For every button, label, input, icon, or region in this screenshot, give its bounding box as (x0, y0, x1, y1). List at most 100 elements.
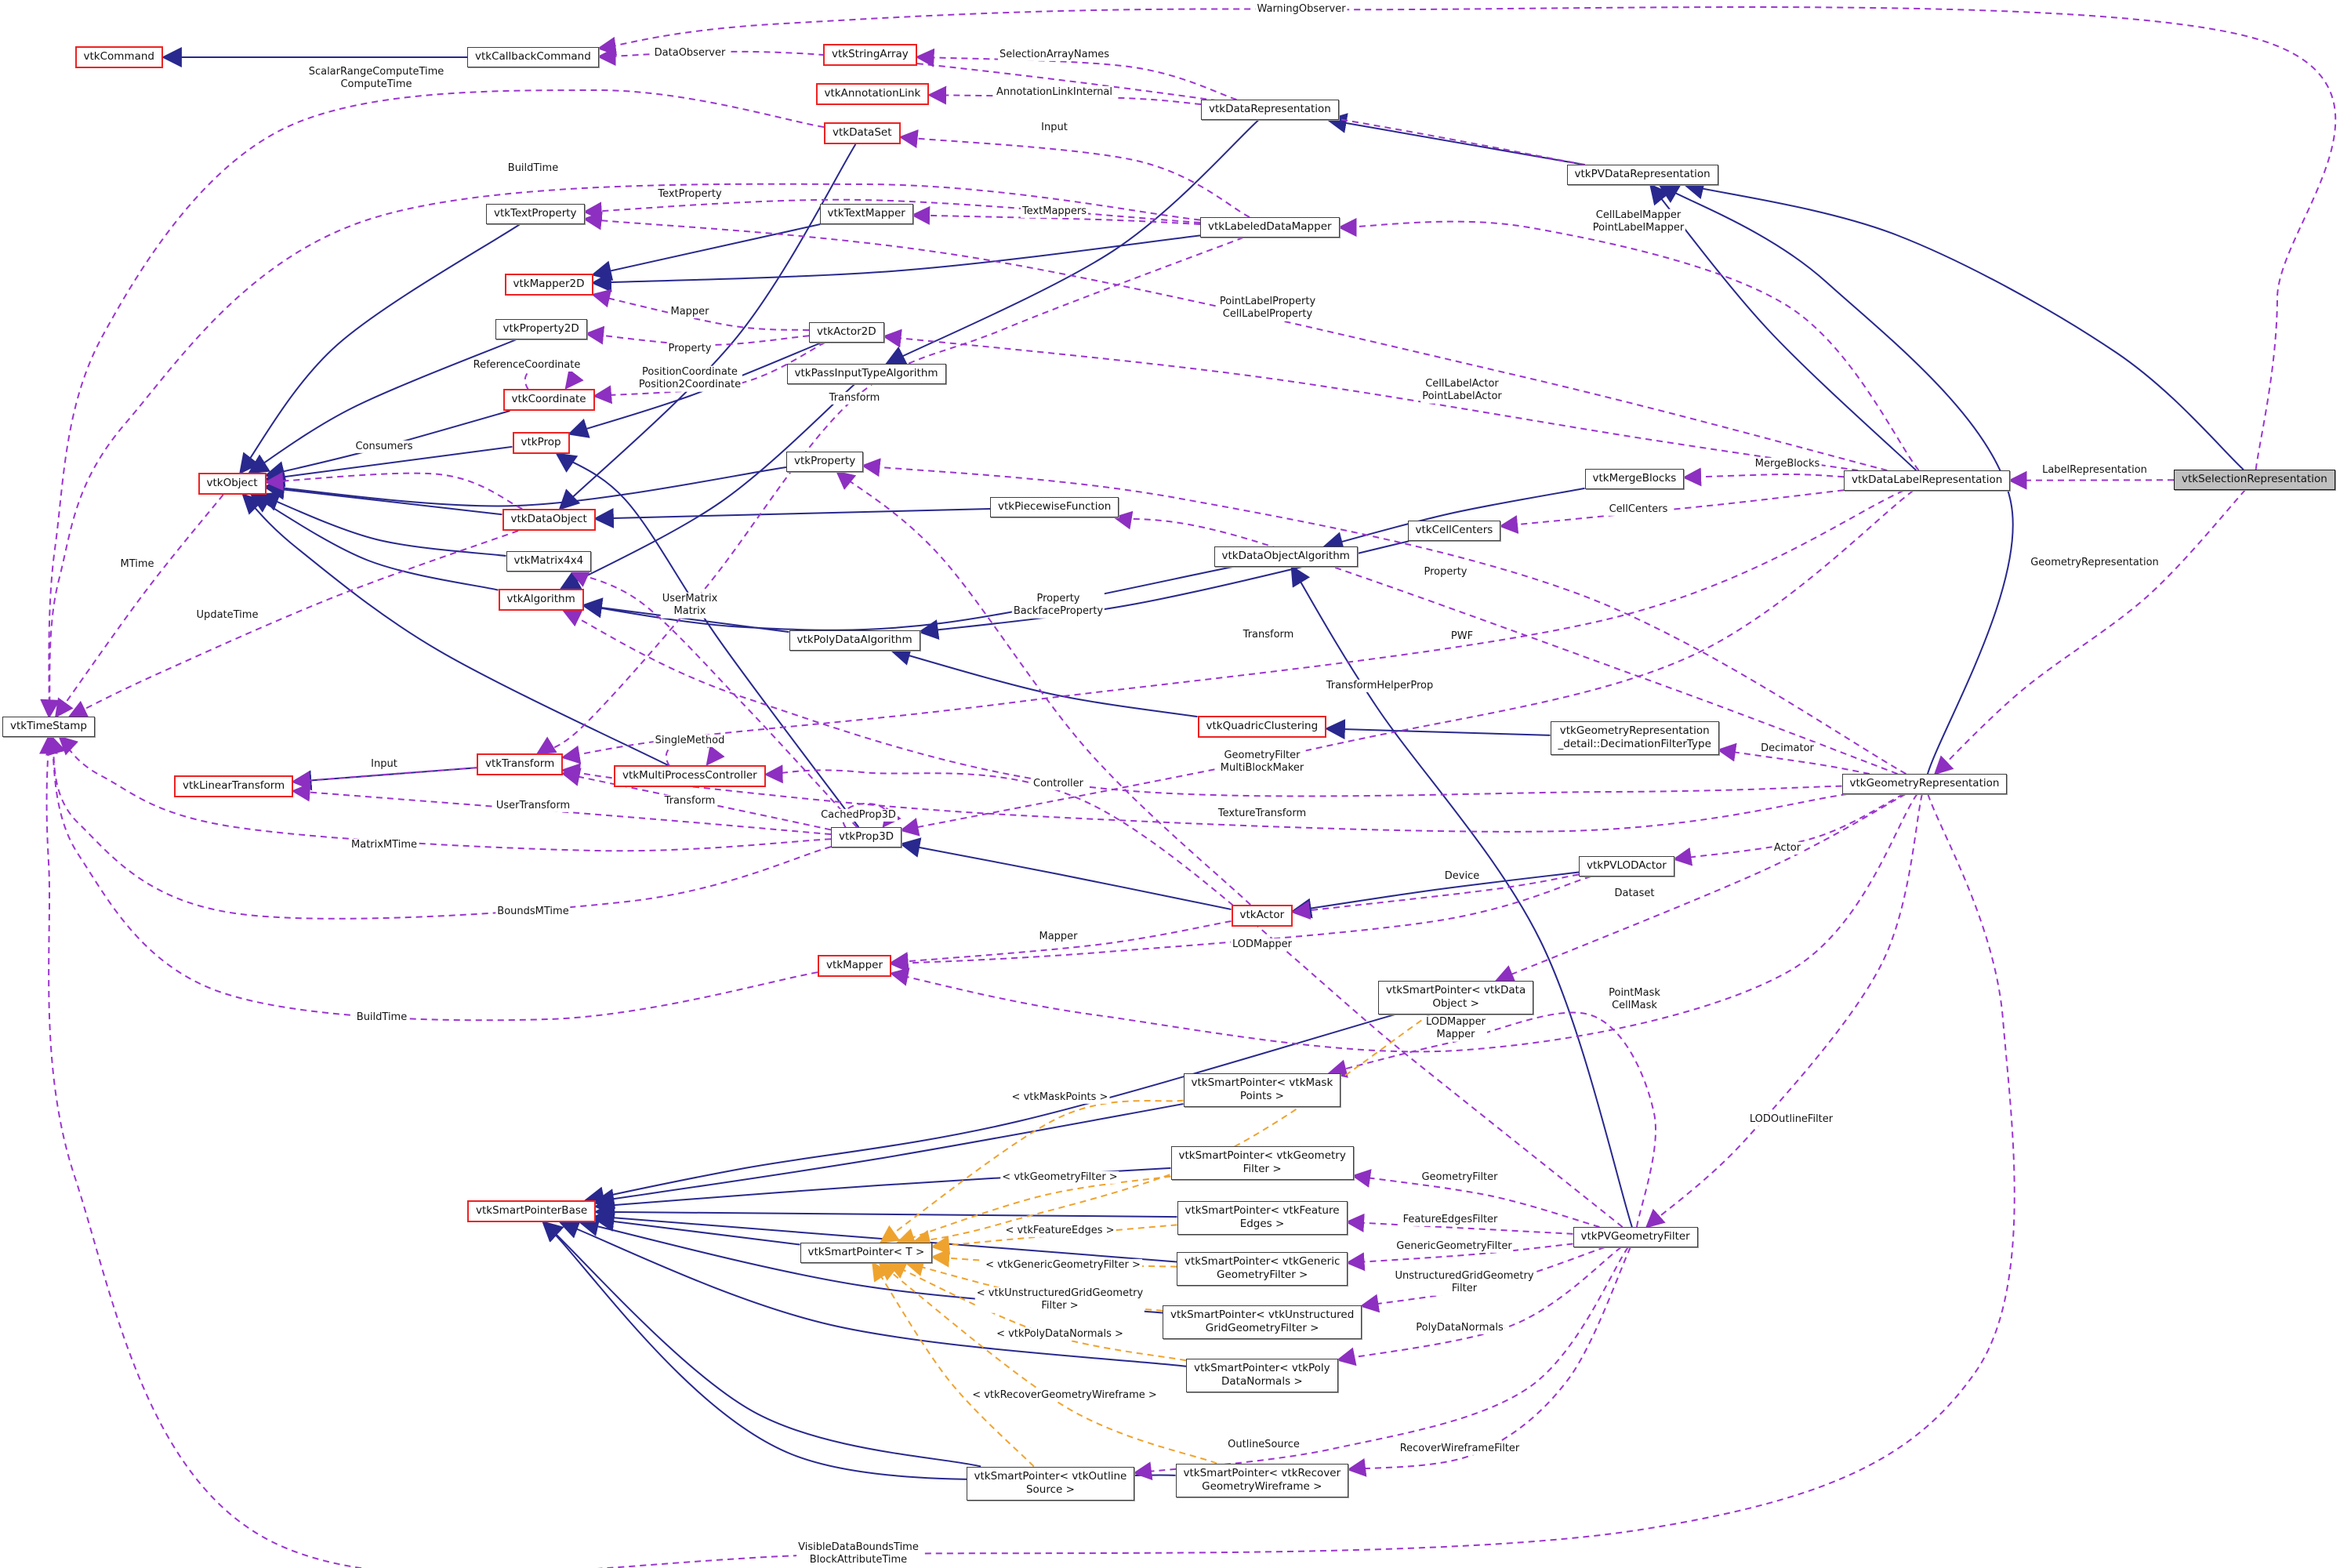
node-PVLODActor[interactable]: vtkPVLODActor (1579, 856, 1674, 877)
edge-label: CellLabelActor PointLabelActor (1420, 377, 1504, 404)
node-Prop[interactable]: vtkProp (512, 432, 570, 454)
node-TimeStamp[interactable]: vtkTimeStamp (2, 717, 95, 737)
edge-label: PointLabelProperty CellLabelProperty (1217, 295, 1318, 321)
node-DataObject[interactable]: vtkDataObject (502, 509, 596, 531)
node-SPUnstructuredGridGeometryFilter[interactable]: vtkSmartPointer< vtkUnstructured GridGeo… (1163, 1305, 1362, 1339)
edge-label: < vtkPolyDataNormals > (995, 1327, 1125, 1341)
node-SelectionRepresentation[interactable]: vtkSelectionRepresentation (2174, 470, 2335, 490)
node-SPT[interactable]: vtkSmartPointer< T > (800, 1243, 933, 1263)
edge-MergeBlocks-DataObjectAlgorithm (1322, 487, 1585, 552)
node-Property[interactable]: vtkProperty (786, 452, 864, 472)
node-LabeledDataMapper[interactable]: vtkLabeledDataMapper (1200, 217, 1340, 238)
edge-DataRepresentation-AnnotationLink (927, 85, 1202, 106)
edge-label: < vtkMaskPoints > (1010, 1091, 1110, 1105)
edge-label: LODMapper (1230, 938, 1294, 952)
edge-PVGeometryFilter-SPPolyDataNormals (1336, 1247, 1622, 1367)
node-SPFeatureEdges[interactable]: vtkSmartPointer< vtkFeature Edges > (1177, 1200, 1348, 1235)
node-SmartPointerBase[interactable]: vtkSmartPointerBase (467, 1200, 597, 1222)
node-CallbackCommand[interactable]: vtkCallbackCommand (467, 47, 599, 67)
node-AnnotationLink[interactable]: vtkAnnotationLink (815, 83, 930, 105)
node-PolyDataAlgorithm[interactable]: vtkPolyDataAlgorithm (789, 630, 920, 651)
node-GeomRepDetail[interactable]: vtkGeometryRepresentation _detail::Decim… (1550, 720, 1719, 755)
edge-DataRepresentation-StringArray (915, 48, 1237, 100)
edge-SPT-SmartPointerBase (593, 1211, 800, 1246)
edge-label: VisibleDataBoundsTime BlockAttributeTime (796, 1541, 920, 1567)
edge-TextMapper-Mapper2D (590, 223, 821, 281)
node-PVDataRepresentation[interactable]: vtkPVDataRepresentation (1566, 165, 1718, 185)
node-SPMaskPoints[interactable]: vtkSmartPointer< vtkMask Points > (1183, 1073, 1341, 1107)
edge-label: TextProperty (656, 187, 724, 201)
node-TextMapper[interactable]: vtkTextMapper (819, 204, 913, 224)
edge-label: GenericGeometryFilter (1395, 1240, 1514, 1254)
node-DataSet[interactable]: vtkDataSet (824, 122, 901, 144)
edge-label: GeometryFilter MultiBlockMaker (1218, 749, 1306, 775)
node-PassInputTypeAlgorithm[interactable]: vtkPassInputTypeAlgorithm (786, 364, 946, 384)
edge-label: PolyDataNormals (1414, 1321, 1505, 1335)
edge-DataSet-TimeStamp (40, 89, 825, 719)
node-MergeBlocks[interactable]: vtkMergeBlocks (1584, 469, 1685, 489)
edge-label: UserTransform (494, 799, 572, 813)
edge-MultiProcessController-Object (241, 493, 669, 766)
edge-Algorithm-Object (249, 493, 499, 591)
edge-label: MTime (118, 557, 156, 572)
edge-Actor-Prop3D (899, 837, 1232, 910)
node-DataObjectAlgorithm[interactable]: vtkDataObjectAlgorithm (1214, 546, 1358, 567)
node-Mapper2D[interactable]: vtkMapper2D (504, 274, 593, 296)
edge-label: TextureTransform (1216, 807, 1308, 821)
node-SPGenericGeometryFilter[interactable]: vtkSmartPointer< vtkGeneric GeometryFilt… (1177, 1251, 1348, 1286)
edge-label: Property (666, 342, 713, 356)
node-CellCenters[interactable]: vtkCellCenters (1407, 521, 1501, 541)
node-Actor2D[interactable]: vtkActor2D (809, 322, 884, 343)
edge-label: Transform (827, 391, 882, 405)
edge-label: < vtkGenericGeometryFilter > (984, 1258, 1142, 1272)
node-Mapper[interactable]: vtkMapper (818, 955, 892, 977)
edge-label: Input (1039, 121, 1069, 135)
node-QuadricClustering[interactable]: vtkQuadricClustering (1197, 716, 1327, 738)
node-Matrix4x4[interactable]: vtkMatrix4x4 (506, 551, 592, 572)
node-Actor[interactable]: vtkActor (1231, 905, 1293, 927)
edge-SelectionRepresentation-GeometryRepresentation (1933, 489, 2246, 775)
edge-GeometryRepresentation-TimeStamp (38, 735, 2015, 1568)
edge-label: AnnotationLinkInternal (994, 85, 1115, 100)
node-LinearTransform[interactable]: vtkLinearTransform (174, 775, 294, 797)
node-Algorithm[interactable]: vtkAlgorithm (498, 589, 584, 611)
edge-label: SingleMethod (653, 734, 727, 748)
node-Command[interactable]: vtkCommand (74, 46, 163, 68)
node-DataRepresentation[interactable]: vtkDataRepresentation (1201, 100, 1339, 120)
edge-PVGeometryFilter-SPGenericGeometryFilter (1345, 1243, 1573, 1272)
node-TextProperty[interactable]: vtkTextProperty (486, 204, 585, 224)
node-Object[interactable]: vtkObject (198, 473, 267, 495)
node-SPOutlineSource[interactable]: vtkSmartPointer< vtkOutline Source > (966, 1466, 1135, 1501)
node-PiecewiseFunction[interactable]: vtkPiecewiseFunction (990, 497, 1119, 517)
node-Property2D[interactable]: vtkProperty2D (495, 319, 587, 339)
node-Coordinate[interactable]: vtkCoordinate (502, 389, 595, 411)
edge-label: MatrixMTime (350, 838, 419, 852)
node-SPRecoverGeometryWireframe[interactable]: vtkSmartPointer< vtkRecover GeometryWire… (1175, 1463, 1349, 1497)
edge-label: LODOutlineFilter (1747, 1112, 1835, 1127)
edge-label: Property (1422, 565, 1469, 579)
node-GeometryRepresentation[interactable]: vtkGeometryRepresentation (1841, 774, 2008, 794)
node-SPDataObject[interactable]: vtkSmartPointer< vtkData Object > (1378, 980, 1534, 1014)
edge-Actor2D-Coordinate (593, 342, 825, 405)
edge-DataLabelRepresentation-TextProperty (582, 211, 1888, 471)
edge-label: UserMatrix Matrix (660, 592, 720, 619)
edge-label: Transform (662, 794, 717, 808)
edge-Actor-Mapper (889, 920, 1232, 971)
node-Prop3D[interactable]: vtkProp3D (831, 827, 902, 848)
edge-label: LabelRepresentation (2041, 463, 2149, 477)
node-StringArray[interactable]: vtkStringArray (823, 44, 917, 66)
edge-label: UpdateTime (194, 608, 260, 622)
node-DataLabelRepresentation[interactable]: vtkDataLabelRepresentation (1844, 470, 2011, 491)
edge-label: FeatureEdgesFilter (1401, 1213, 1500, 1227)
edge-label: Mapper (669, 305, 711, 319)
edge-LabeledDataMapper-DataSet (898, 129, 1250, 218)
edge-DataObjectAlgorithm-Algorithm (581, 566, 1233, 631)
edge-SelectionRepresentation-PVDataRepresentation (1683, 179, 2244, 470)
node-MultiProcessController[interactable]: vtkMultiProcessController (614, 765, 766, 787)
node-Transform[interactable]: vtkTransform (477, 753, 564, 775)
edge-SPDataObject-SPT (911, 1013, 1431, 1249)
node-SPPolyDataNormals[interactable]: vtkSmartPointer< vtkPoly DataNormals > (1186, 1358, 1338, 1392)
node-PVGeometryFilter[interactable]: vtkPVGeometryFilter (1573, 1227, 1698, 1247)
edge-GeometryRepresentation-PVLODActor (1672, 793, 1904, 866)
node-SPGeometryFilter[interactable]: vtkSmartPointer< vtkGeometry Filter > (1170, 1145, 1354, 1180)
